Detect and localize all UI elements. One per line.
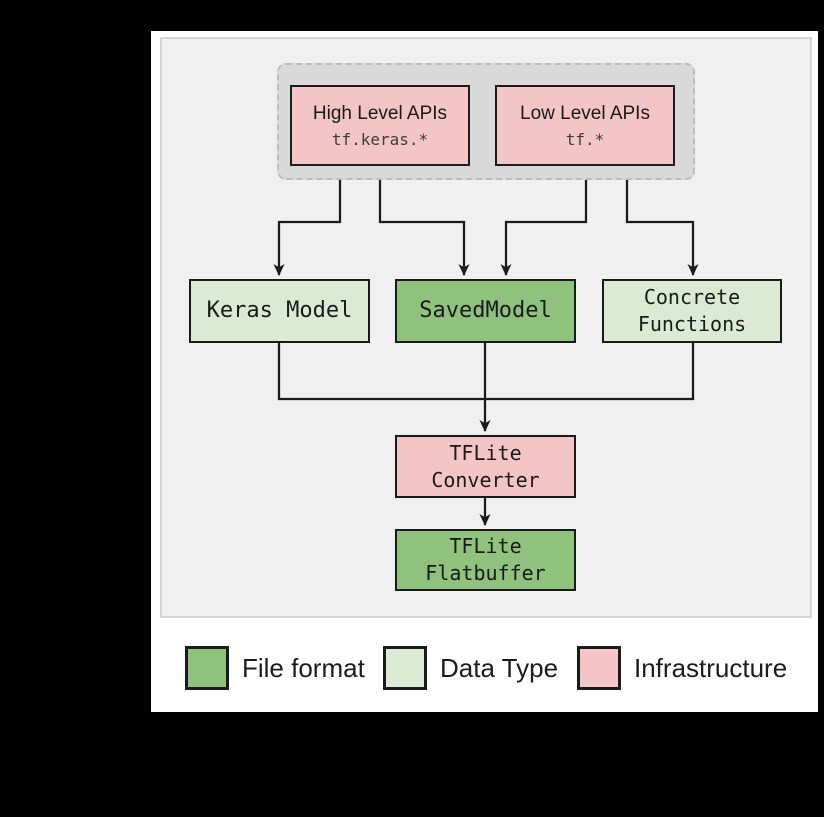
legend-swatch-infrastructure <box>577 646 621 690</box>
legend-item-infrastructure: Infrastructure <box>577 646 787 690</box>
node-concrete-functions: Concrete Functions <box>602 279 782 343</box>
node-high-level-apis: High Level APIs tf.keras.* <box>290 85 470 166</box>
connector-lines <box>273 166 699 526</box>
node-code: tf.keras.* <box>331 130 429 150</box>
node-title: Low Level APIs <box>520 102 650 124</box>
node-label: Concrete Functions <box>637 285 747 336</box>
node-tflite-flatbuffer: TFLite Flatbuffer <box>395 529 576 591</box>
node-tflite-converter: TFLite Converter <box>395 435 576 498</box>
edge-low-to-savedmodel <box>500 166 588 276</box>
legend-item-file-format: File format <box>185 646 365 690</box>
legend-item-data-type: Data Type <box>383 646 558 690</box>
node-code: tf.* <box>565 130 605 150</box>
node-label: Keras Model <box>206 298 353 324</box>
node-label: SavedModel <box>419 298 552 324</box>
legend-label-infrastructure: Infrastructure <box>634 652 788 683</box>
node-label: TFLite Converter <box>431 440 540 492</box>
legend-label-file-format: File format <box>242 652 365 683</box>
node-label: TFLite Flatbuffer <box>425 534 546 585</box>
legend-swatch-file-format <box>185 646 229 690</box>
content-panel: High Level APIs tf.keras.* Low Level API… <box>151 31 818 712</box>
node-title: High Level APIs <box>312 102 448 124</box>
edge-high-to-savedmodel <box>378 166 470 276</box>
node-savedmodel: SavedModel <box>395 279 576 343</box>
node-keras-model: Keras Model <box>189 279 370 343</box>
legend-swatch-data-type <box>383 646 427 690</box>
node-low-level-apis: Low Level APIs tf.* <box>495 85 675 166</box>
edge-high-to-keras <box>273 166 342 276</box>
diagram-area: High Level APIs tf.keras.* Low Level API… <box>160 37 812 618</box>
edge-low-to-concrete <box>625 166 699 276</box>
legend-label-data-type: Data Type <box>440 652 559 683</box>
